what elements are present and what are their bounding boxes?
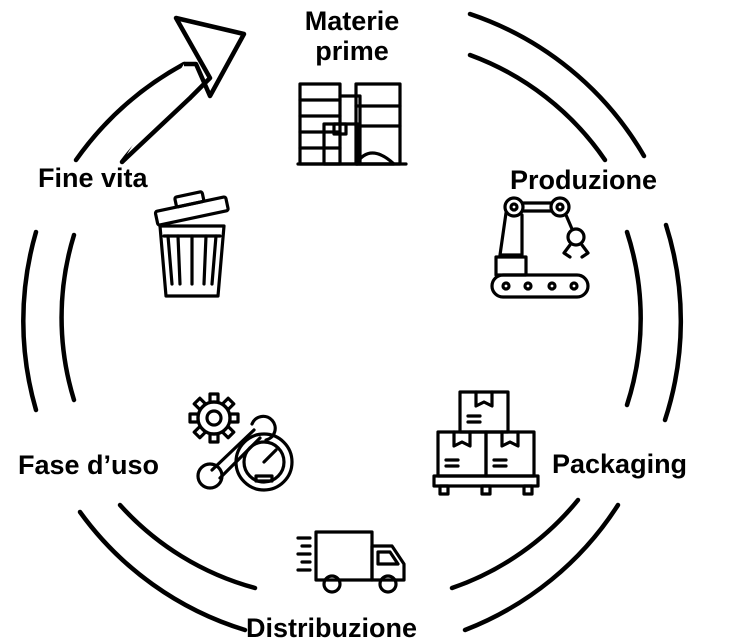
arc-top-left (73, 61, 187, 163)
stage-label-raw-materials: Materie prime (304, 6, 400, 66)
arc-top-right-inner (467, 52, 608, 163)
arc-bottom-left-inner (117, 502, 258, 591)
stage-label-use-phase: Fase d’uso (18, 450, 160, 480)
boxes-on-pallet-icon (432, 390, 542, 498)
stage-label-distribution: Distribuzione (246, 613, 418, 643)
clockwise-arrow-icon (120, 15, 247, 164)
trash-bin-icon (150, 190, 234, 302)
arc-left-outer (21, 229, 39, 413)
arc-bottom-right-outer (462, 502, 621, 633)
arc-top-right-outer (467, 11, 647, 159)
stage-label-packaging: Packaging (552, 449, 688, 479)
stage-label-production: Produzione (510, 165, 657, 195)
arc-bottom-right-inner (449, 497, 581, 591)
delivery-truck-icon (296, 528, 408, 598)
raw-materials-warehouse-icon (296, 76, 408, 166)
arc-right-inner (624, 229, 643, 408)
stage-label-end-of-life: Fine vita (38, 163, 148, 193)
arc-left-inner (59, 232, 77, 403)
arc-bottom-left-outer (77, 509, 248, 633)
arc-right-outer (662, 222, 684, 423)
robotic-arm-icon (488, 195, 596, 301)
gear-wrench-gauge-icon (184, 390, 298, 496)
